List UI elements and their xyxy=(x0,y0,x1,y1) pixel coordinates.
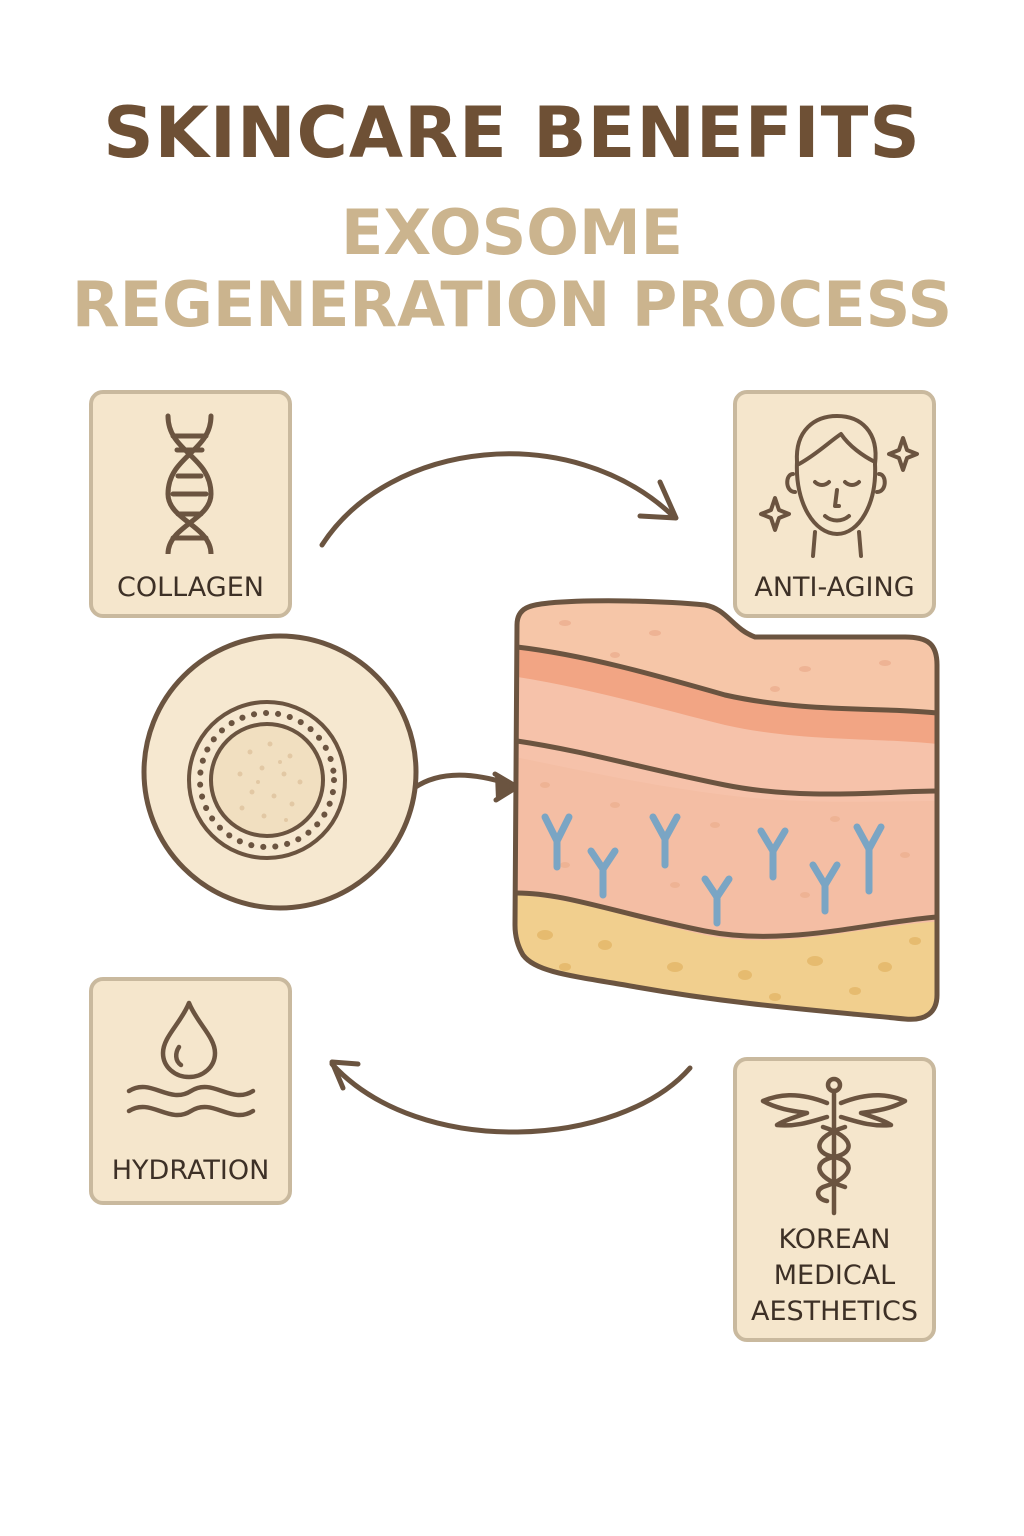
water-drop-icon xyxy=(126,1000,256,1118)
skin-cross-section xyxy=(512,598,940,1022)
caduceus-icon xyxy=(760,1076,908,1216)
card-hydration: HYDRATION xyxy=(89,977,292,1205)
card-korean-medical-aesthetics: KOREAN MEDICAL AESTHETICS xyxy=(733,1057,936,1342)
exosome-vesicle xyxy=(141,633,419,911)
card-label-aesthetics: AESTHETICS xyxy=(751,1296,918,1327)
subtitle-line-1: EXOSOME xyxy=(340,196,684,269)
dna-icon xyxy=(165,413,214,554)
card-label-korean: KOREAN xyxy=(778,1224,891,1255)
face-sparkle-icon xyxy=(759,414,919,558)
card-label-anti-aging: ANTI-AGING xyxy=(754,572,915,603)
subtitle-line-2: REGENERATION PROCESS xyxy=(71,268,953,341)
receptor-markers xyxy=(541,813,885,927)
page-title: SKINCARE BENEFITS xyxy=(103,92,921,174)
card-label-hydration: HYDRATION xyxy=(111,1155,270,1186)
card-anti-aging: ANTI-AGING xyxy=(733,390,936,618)
arrow-middle xyxy=(411,771,520,803)
card-label-collagen: COLLAGEN xyxy=(117,572,264,603)
card-collagen: COLLAGEN xyxy=(89,390,292,618)
card-label-medical: MEDICAL xyxy=(773,1260,896,1291)
arrow-bottom xyxy=(329,1059,693,1135)
arrow-top xyxy=(319,451,679,548)
vesicle-dotted-membrane xyxy=(197,710,337,850)
